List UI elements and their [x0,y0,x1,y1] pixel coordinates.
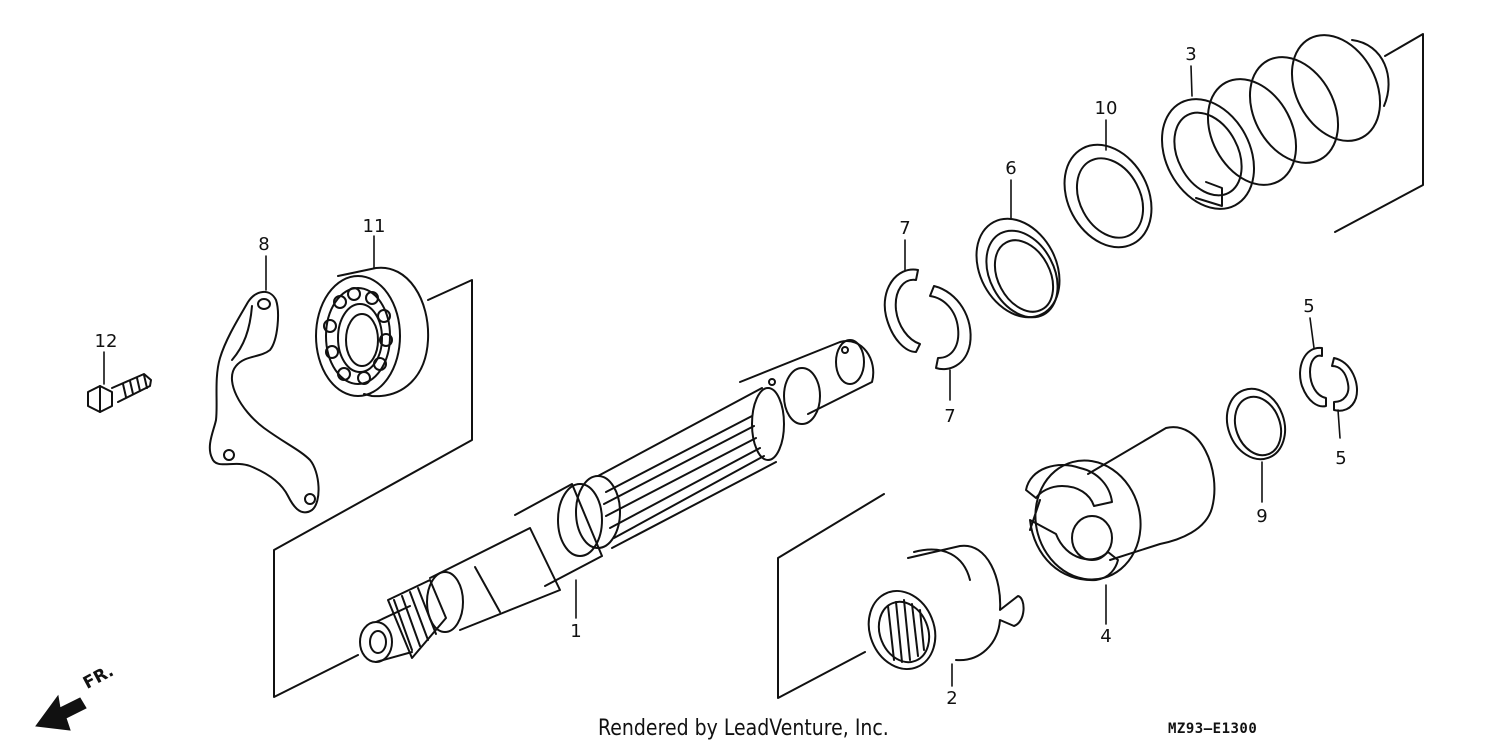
part-3-spring[interactable] [1144,20,1398,225]
part-11-bearing[interactable] [315,266,430,398]
render-credit: Rendered by LeadVenture, Inc. [598,716,889,741]
bracket-right [1334,33,1424,233]
diagram-code: MZ93–E1300 [1168,721,1258,737]
part-8-setting-plate[interactable] [208,291,320,514]
part-9-washer[interactable] [1217,381,1294,468]
part-12-bolt[interactable] [87,373,152,413]
part-2-collar-sleeve[interactable] [857,544,1025,679]
callout-7-lower[interactable]: 7 [944,406,955,427]
callout-labels: 1 2 3 4 5 5 6 7 7 8 9 10 11 12 [95,44,1347,709]
part-7-collar-lower[interactable] [929,285,972,371]
part-7-collar-upper[interactable] [883,268,921,353]
bracket-middle [777,493,885,699]
callout-1[interactable]: 1 [570,621,581,642]
leader-lines [103,65,1341,687]
callout-9[interactable]: 9 [1256,506,1267,527]
callout-10[interactable]: 10 [1095,98,1118,119]
callout-6[interactable]: 6 [1005,158,1016,179]
callout-5-upper[interactable]: 5 [1303,296,1314,317]
bracket-left [273,279,473,698]
callout-5-lower[interactable]: 5 [1335,448,1346,469]
callout-4[interactable]: 4 [1100,626,1111,647]
callout-2[interactable]: 2 [946,688,957,709]
callout-3[interactable]: 3 [1185,44,1196,65]
part-5-collar-upper[interactable] [1299,346,1327,408]
callout-11[interactable]: 11 [363,216,386,237]
callout-8[interactable]: 8 [258,234,269,255]
part-6-oil-seal[interactable] [960,204,1076,332]
part-5-collar-lower[interactable] [1331,357,1358,412]
part-4-drum[interactable] [1022,426,1216,591]
front-direction-arrow-icon [35,694,87,731]
part-1-mainshaft[interactable] [359,339,875,663]
callout-12[interactable]: 12 [95,331,118,352]
callout-7-upper[interactable]: 7 [899,218,910,239]
part-10-washer[interactable] [1047,130,1168,263]
